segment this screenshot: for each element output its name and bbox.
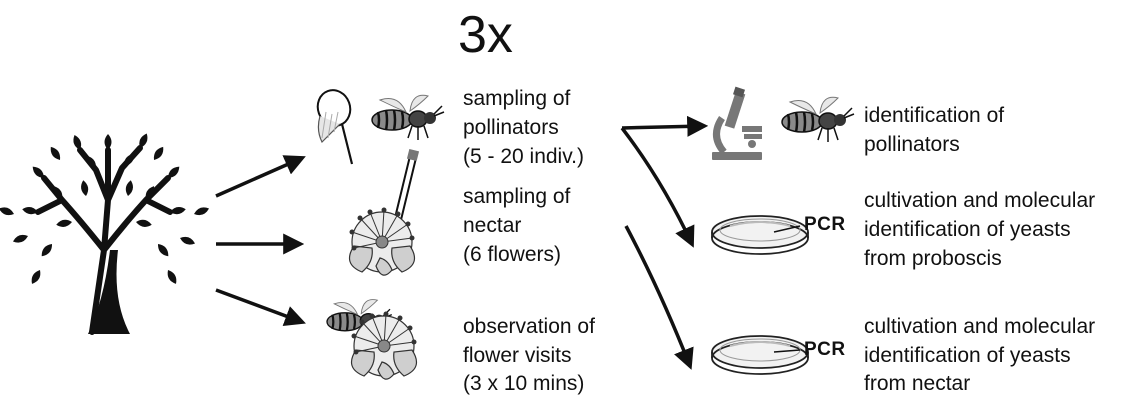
step-nectar-line-1: sampling of — [463, 184, 570, 209]
bee-icon — [782, 97, 854, 142]
petri-dish-icon — [712, 336, 808, 374]
outcome-proboscis-line-3: from proboscis — [864, 246, 1002, 271]
step-visits-line-2: flower visits — [463, 343, 572, 368]
microscope-icon — [712, 87, 762, 160]
flower-icon — [350, 208, 415, 276]
pcr-label: PCR — [804, 339, 846, 361]
outcome-proboscis-line-2: identification of yeasts — [864, 217, 1071, 242]
step-pollinators-line-1: sampling of — [463, 86, 570, 111]
pcr-label: PCR — [804, 214, 846, 236]
step-visits-line-3: (3 x 10 mins) — [463, 371, 584, 396]
flower-icon — [352, 312, 417, 380]
bee-icon — [372, 95, 444, 140]
arrow-tree-to-pollinators — [216, 158, 302, 196]
step-nectar-line-3: (6 flowers) — [463, 242, 561, 267]
outcome-proboscis-line-1: cultivation and molecular — [864, 188, 1095, 213]
petri-dish-icon — [712, 216, 808, 254]
step-pollinators-line-2: pollinators — [463, 115, 559, 140]
arrow-nectar-to-culture — [626, 226, 690, 366]
step-pollinators-line-3: (5 - 20 indiv.) — [463, 144, 584, 169]
arrow-tree-to-visits — [216, 290, 302, 322]
step-visits-line-1: observation of — [463, 314, 595, 339]
outcome-nectar-line-2: identification of yeasts — [864, 343, 1071, 368]
tree-icon — [0, 132, 210, 334]
arrow-pollinators-to-proboscis — [622, 128, 692, 244]
repeat-count-title: 3x — [458, 6, 513, 64]
insect-net-icon — [313, 86, 355, 164]
outcome-nectar-line-1: cultivation and molecular — [864, 314, 1095, 339]
outcome-identification-line-1: identification of — [864, 103, 1004, 128]
outcome-nectar-line-3: from nectar — [864, 371, 970, 396]
arrow-pollinators-branch — [622, 126, 704, 128]
outcome-identification-line-2: pollinators — [864, 132, 960, 157]
step-nectar-line-2: nectar — [463, 213, 521, 238]
